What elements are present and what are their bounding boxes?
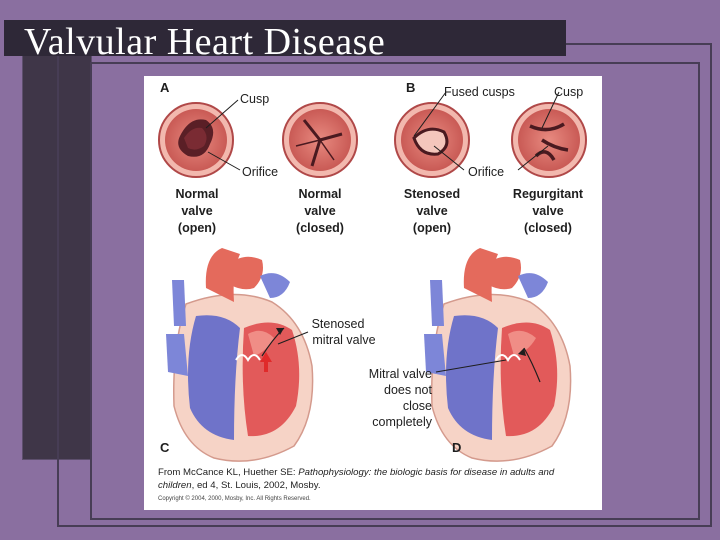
panel-label-d: D: [452, 440, 461, 455]
mitral-not-close-line4: completely: [372, 415, 432, 429]
caption-4-line2: valve: [532, 204, 563, 218]
mitral-not-close-line3: close: [403, 399, 432, 413]
copyright-notice: Copyright © 2004, 2000, Mosby, Inc. All …: [158, 496, 311, 502]
figure-valvular-heart-disease: A B: [144, 76, 602, 510]
fused-cusps-callout: Fused cusps: [444, 85, 515, 99]
valve-captions: Normal valve (open) Normal valve (closed…: [175, 187, 583, 235]
caption-4-line3: (closed): [524, 221, 572, 235]
mitral-not-close-line2: does not: [384, 383, 432, 397]
normal-open-valve: [158, 102, 234, 178]
caption-1-line2: valve: [181, 204, 212, 218]
panel-label-a: A: [160, 80, 170, 95]
orifice-callout-a: Orifice: [242, 165, 278, 179]
cusp-callout-a: Cusp: [240, 92, 269, 106]
figure-citation: From McCance KL, Huether SE: Pathophysio…: [158, 467, 588, 492]
caption-3-line2: valve: [416, 204, 447, 218]
citation-book-title: Pathophysiology: the biologic basis for …: [158, 467, 555, 491]
caption-1-line3: (open): [178, 221, 216, 235]
caption-1-line1: Normal: [175, 187, 218, 201]
slide-title: Valvular Heart Disease: [24, 21, 386, 63]
citation-prefix: From McCance KL, Huether SE:: [158, 467, 299, 478]
panel-label-b: B: [406, 80, 415, 95]
caption-4-line1: Regurgitant: [513, 187, 584, 201]
stenosed-mitral-callout-line1: Stenosed: [312, 317, 365, 331]
heart-illustration-c: [166, 248, 314, 462]
regurgitant-closed-valve: [511, 102, 587, 178]
caption-3-line1: Stenosed: [404, 187, 460, 201]
caption-2-line2: valve: [304, 204, 335, 218]
normal-closed-valve: [282, 102, 358, 178]
caption-2-line3: (closed): [296, 221, 344, 235]
heart-illustration-d: [424, 248, 572, 462]
orifice-callout-b: Orifice: [468, 165, 504, 179]
caption-3-line3: (open): [413, 221, 451, 235]
panel-label-c: C: [160, 440, 170, 455]
figure-illustration: A B: [158, 80, 587, 462]
citation-suffix: , ed 4, St. Louis, 2002, Mosby.: [191, 479, 321, 491]
stenosed-mitral-callout-line2: mitral valve: [312, 333, 375, 347]
cusp-callout-b: Cusp: [554, 85, 583, 99]
caption-2-line1: Normal: [298, 187, 341, 201]
callout-leader-lines: [205, 91, 560, 171]
mitral-not-close-line1: Mitral valve: [369, 367, 432, 381]
stenosed-open-valve: [394, 102, 470, 178]
inner-frame-border: [90, 62, 700, 520]
title-bar: [4, 20, 566, 56]
